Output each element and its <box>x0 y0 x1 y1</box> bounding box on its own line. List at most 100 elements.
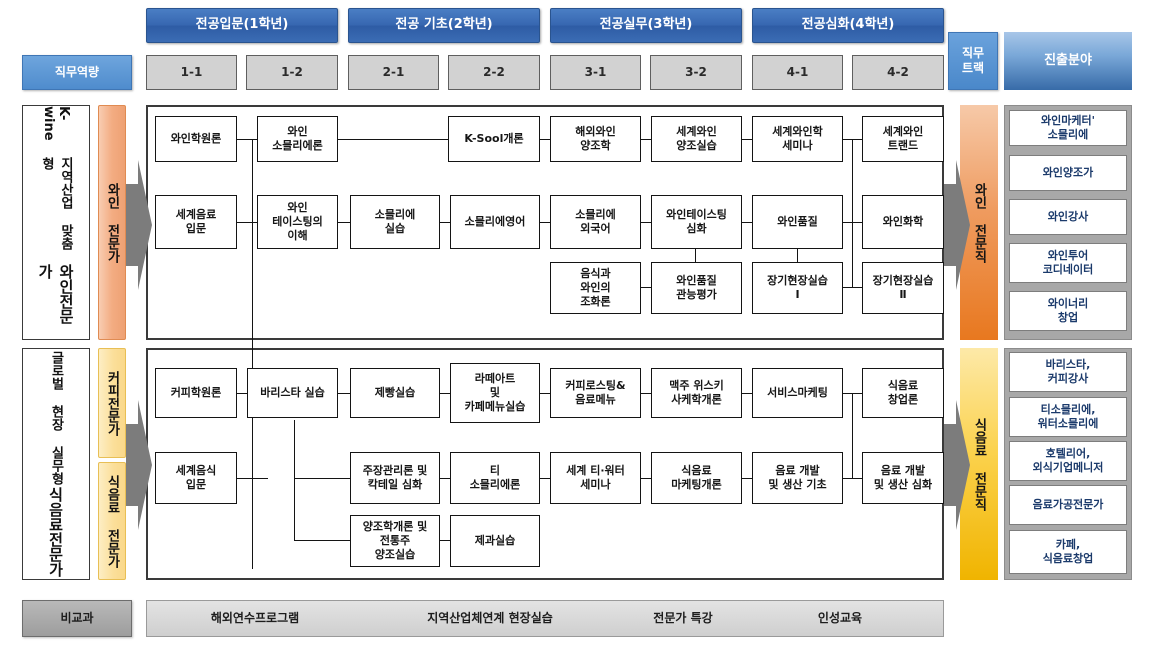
extracurricular-header: 비교과 <box>22 600 132 637</box>
fnb-program-title: 식음료전문가 글로벌 현장 실무형 <box>22 348 90 580</box>
course-box[interactable]: 소믈리에영어 <box>450 195 540 249</box>
wine-title-col-3: K-wine <box>41 106 71 141</box>
competency-header: 직무역량 <box>22 55 132 90</box>
connector <box>843 478 862 479</box>
connector <box>440 478 450 479</box>
competency-wine-expert: 와인 전문가 <box>98 105 126 340</box>
course-box[interactable]: 제빵실습 <box>350 368 440 418</box>
semester-cell-3-2: 3-2 <box>650 55 742 90</box>
wine-to-job-arrow-icon <box>944 160 970 290</box>
career-field-header: 진출분야 <box>1004 32 1132 90</box>
semester-cell-2-2: 2-2 <box>448 55 540 90</box>
connector <box>540 393 550 394</box>
year-header-3: 전공실무(3학년) <box>550 8 742 43</box>
course-box[interactable]: 커피로스팅&음료메뉴 <box>550 368 641 418</box>
connector <box>742 222 752 223</box>
career-item[interactable]: 티소믈리에,워터소믈리에 <box>1009 397 1127 437</box>
connector <box>641 478 651 479</box>
connector <box>742 139 752 140</box>
career-item[interactable]: 음료가공전문가 <box>1009 485 1127 525</box>
career-item[interactable]: 와인마케터'소믈리에 <box>1009 110 1127 146</box>
connector <box>641 393 651 394</box>
course-box[interactable]: 와인화학 <box>862 195 944 249</box>
career-item[interactable]: 호텔리어,외식기업메니저 <box>1009 441 1127 481</box>
course-box[interactable]: 와인품질 <box>752 195 843 249</box>
connector <box>641 287 651 288</box>
extracurricular-item[interactable]: 해외연수프로그램 <box>210 611 300 625</box>
fnb-to-job-arrow-icon <box>944 400 970 530</box>
connector <box>540 222 550 223</box>
connector <box>641 222 651 223</box>
connector <box>440 222 450 223</box>
connector <box>338 222 350 223</box>
course-box[interactable]: 바리스타 실습 <box>247 368 338 418</box>
career-item[interactable]: 와인양조가 <box>1009 155 1127 191</box>
extracurricular-item[interactable]: 지역산업체연계 현장실습 <box>427 611 553 625</box>
connector <box>852 393 853 478</box>
semester-cell-4-1: 4-1 <box>752 55 843 90</box>
semester-cell-3-1: 3-1 <box>550 55 641 90</box>
course-box[interactable]: 와인학원론 <box>155 116 237 162</box>
connector <box>742 393 752 394</box>
course-box[interactable]: K-Sool개론 <box>448 116 540 162</box>
wine-title-col-1: 와인전문가 <box>36 264 75 325</box>
competency-fnb-expert: 식음료 전문가 <box>98 462 126 580</box>
career-item[interactable]: 와인강사 <box>1009 199 1127 235</box>
semester-cell-4-2: 4-2 <box>852 55 944 90</box>
job-track-header: 직무 트랙 <box>948 32 998 90</box>
connector <box>540 478 550 479</box>
course-box[interactable]: 커피학원론 <box>155 368 237 418</box>
extracurricular-item[interactable]: 전문가 특강 <box>653 611 713 625</box>
connector <box>797 222 798 287</box>
job-track-fnb: 식음료 전문직 <box>960 348 998 580</box>
connector <box>742 478 752 479</box>
semester-cell-2-1: 2-1 <box>348 55 439 90</box>
competency-coffee-expert: 커피전문가 <box>98 348 126 458</box>
year-header-2: 전공 기초(2학년) <box>348 8 540 43</box>
connector <box>852 139 853 287</box>
course-box[interactable]: 제과실습 <box>450 515 540 567</box>
connector <box>440 393 450 394</box>
year-header-1: 전공입문(1학년) <box>146 8 338 43</box>
fnb-title-col-1: 식음료전문가 <box>46 487 65 577</box>
year-header-4: 전공심화(4학년) <box>752 8 944 43</box>
career-item[interactable]: 카페,식음료창업 <box>1009 530 1127 574</box>
fnb-track-arrow-icon <box>126 400 152 530</box>
connector <box>294 540 350 541</box>
extracurricular-bar <box>146 600 944 637</box>
extracurricular-item[interactable]: 인성교육 <box>817 611 863 625</box>
course-box[interactable]: 서비스마케팅 <box>752 368 843 418</box>
career-item[interactable]: 바리스타,커피강사 <box>1009 352 1127 392</box>
wine-title-col-2: 지역산업 맞춤형 <box>39 156 73 250</box>
wine-track-arrow-icon <box>126 160 152 290</box>
connector <box>440 540 450 541</box>
connector <box>338 393 350 394</box>
